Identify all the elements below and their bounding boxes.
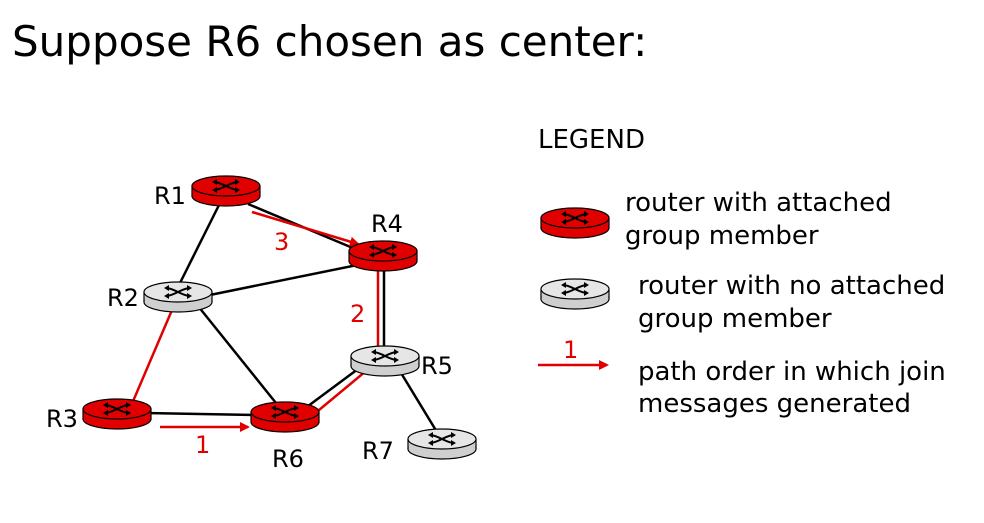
router-r1-member-icon [192, 176, 260, 206]
legend-path-text-line2: messages generated [638, 389, 911, 419]
legend-nonmember-text-line1: router with no attached [638, 271, 945, 301]
router-r5-nonmember-icon [351, 346, 419, 376]
link-r3-r6 [144, 411, 256, 417]
router-r3-member-icon [83, 399, 151, 429]
join-order-2: 2 [350, 300, 365, 328]
legend-member-text-line1: router with attached [625, 188, 892, 218]
join-order-1: 1 [195, 431, 210, 459]
link-r5-r7 [396, 367, 442, 438]
router-label-r6: R6 [272, 445, 304, 473]
legend-nonmember-text-line2: group member [638, 304, 832, 334]
link-r2-r3-red [129, 302, 177, 407]
legend-title: LEGEND [538, 125, 645, 155]
router-label-r5: R5 [421, 352, 453, 380]
link-r1-r2 [173, 192, 227, 294]
router-label-r2: R2 [107, 284, 139, 312]
router-label-r3: R3 [46, 405, 78, 433]
router-r7-nonmember-icon [408, 429, 476, 459]
link-r2-r6 [197, 305, 285, 414]
router-r4-member-icon [349, 241, 417, 271]
join-order-3: 3 [274, 228, 289, 256]
router-r6-member-icon [251, 402, 319, 432]
legend-nonmember-router-icon [541, 279, 609, 309]
router-r2-nonmember-icon [144, 282, 212, 312]
legend-path-text-line1: path order in which join [638, 357, 946, 387]
legend-member-router-icon [541, 208, 609, 238]
router-label-r7: R7 [362, 437, 394, 465]
slide-title: Suppose R6 chosen as center: [12, 17, 647, 66]
legend-member-text-line2: group member [625, 221, 819, 251]
join-path-3-arrow [251, 210, 360, 247]
legend-path-number: 1 [563, 336, 578, 364]
router-label-r4: R4 [371, 210, 403, 238]
router-label-r1: R1 [154, 182, 186, 210]
